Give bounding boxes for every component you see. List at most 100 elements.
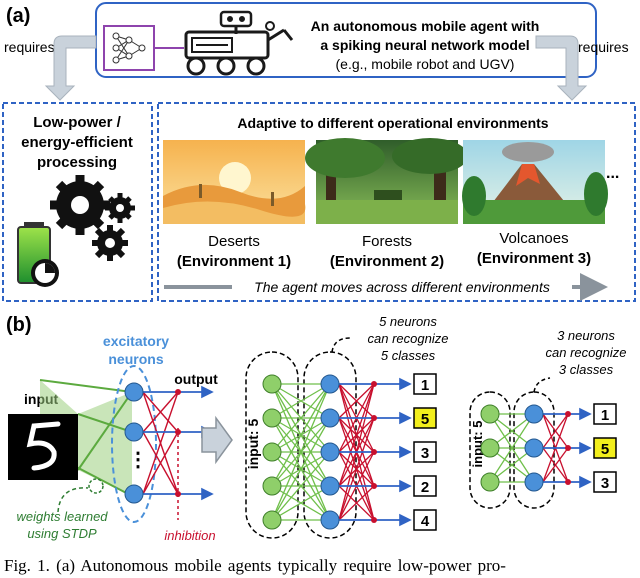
requires-left-label: requires: [4, 39, 55, 55]
output-class-box: [413, 441, 437, 463]
input-neuron: [480, 438, 500, 458]
excitatory-neuron: [124, 382, 144, 402]
input-neuron: [262, 408, 282, 428]
net3-note-line1: 3 neurons: [557, 328, 615, 343]
excitatory-neuron: [124, 484, 144, 504]
desert-image: [163, 140, 306, 224]
net3-note-line2: can recognize: [546, 345, 627, 360]
excitatory-neuron: [524, 438, 544, 458]
env2-tag: (Environment 2): [330, 253, 444, 270]
panel-b-label: (b): [6, 314, 32, 336]
digit-stroke: [26, 421, 61, 471]
excitatory-neuron: [524, 472, 544, 492]
env1-name: Deserts: [208, 233, 260, 250]
net3-note-line3: 3 classes: [559, 362, 614, 377]
input-neuron: [480, 472, 500, 492]
output-class-box: [413, 475, 437, 497]
inhibition-line: [142, 391, 179, 495]
excitatory-neuron: [320, 374, 340, 394]
requires-right-label: requires: [578, 39, 629, 55]
output-class-box: [413, 509, 437, 531]
transition-arrow: [201, 415, 233, 465]
agent-text-line2: a spiking neural network model: [320, 37, 529, 53]
excitatory-neuron: [320, 510, 340, 530]
net5-note-line1: 5 neurons: [379, 314, 437, 329]
inhibition-node: [371, 517, 377, 523]
env3-tag: (Environment 3): [477, 250, 591, 267]
network-icon-lines: [112, 32, 146, 64]
net3-input-label: input: 5: [470, 421, 485, 468]
net3-input-group: [469, 391, 511, 509]
excitatory-neuron: [524, 404, 544, 424]
excitatory-label-line2: neurons: [108, 351, 163, 367]
inhibition-line: [542, 447, 569, 483]
net3-network: 1 5 3: [480, 403, 617, 493]
inhibition-node: [565, 479, 571, 485]
excitatory-neuron: [124, 422, 144, 442]
net5-input-label: input: 5: [245, 419, 261, 470]
panel-a-label: (a): [6, 5, 30, 27]
output-class-box: [593, 437, 617, 459]
weights-pointer: [57, 487, 89, 513]
output-class-label: 3: [421, 445, 429, 462]
inhibition-node: [175, 389, 181, 395]
output-class-box: [413, 407, 437, 429]
inhibition-node: [175, 429, 181, 435]
output-class-label: 5: [421, 411, 429, 428]
low-power-line3: processing: [37, 154, 117, 171]
output-class-label: 5: [601, 441, 609, 458]
weights-label-line2: using STDP: [27, 526, 97, 541]
inhibition-line: [338, 417, 375, 521]
net5-note-line3: 5 classes: [381, 348, 436, 363]
excitatory-label-line1: excitatory: [103, 333, 169, 349]
agent-text-line3: (e.g., mobile robot and UGV): [336, 56, 515, 72]
weights-label-line1: weights learned: [16, 509, 108, 524]
requires-right-arrow: [535, 35, 588, 101]
moves-text: The agent moves across different environ…: [254, 279, 550, 295]
net5-note-pointer: [331, 337, 351, 353]
adaptive-title: Adaptive to different operational enviro…: [237, 115, 548, 131]
figure-caption: Fig. 1. (a) Autonomous mobile agents typ…: [4, 556, 506, 575]
synapse-line: [271, 417, 331, 521]
input-neuron: [262, 442, 282, 462]
neuron-ellipsis: ⋮: [128, 449, 148, 471]
inhibition-label: inhibition: [164, 528, 215, 543]
excitatory-neuron: [320, 476, 340, 496]
excitatory-group-outline: [111, 365, 157, 523]
inhibition-node: [565, 411, 571, 417]
output-class-label: 1: [601, 407, 609, 424]
input-neuron: [262, 476, 282, 496]
inhibition-line: [338, 383, 375, 487]
synapse-line: [489, 413, 535, 483]
net3-note-pointer: [533, 377, 551, 393]
clock-icon: [31, 259, 59, 287]
input-neuron: [262, 374, 282, 394]
output-class-label: 2: [421, 479, 429, 496]
output-class-label: 3: [601, 475, 609, 492]
env3-name: Volcanoes: [499, 230, 568, 247]
weights-pointer-ring: [88, 478, 104, 494]
inhibition-line: [142, 431, 179, 495]
input-neuron: [480, 404, 500, 424]
forest-image: [305, 138, 468, 224]
output-class-label: 1: [421, 377, 429, 394]
net5-network: 1 5 3 2 4: [262, 373, 437, 531]
inhibition-line: [142, 391, 179, 433]
snn-detail: [124, 382, 214, 504]
rover-icon: [184, 10, 294, 76]
output-class-box: [593, 471, 617, 493]
low-power-line2: energy-efficient: [21, 134, 133, 151]
gears-icon: [50, 175, 135, 261]
synapse-line: [271, 383, 331, 419]
figure-canvas: (a) An autonomous mobile agent with a sp…: [2, 2, 636, 543]
synapse-line: [271, 451, 331, 521]
env1-tag: (Environment 1): [177, 253, 291, 270]
volcano-image: [462, 140, 608, 224]
requires-left-arrow: [44, 35, 97, 101]
synapse-line: [271, 383, 331, 521]
agent-text-line1: An autonomous mobile agent with: [311, 18, 540, 34]
input-fan: [40, 380, 132, 496]
inhibition-node: [371, 449, 377, 455]
output-class-label: 4: [421, 513, 430, 530]
input-neuron: [262, 510, 282, 530]
